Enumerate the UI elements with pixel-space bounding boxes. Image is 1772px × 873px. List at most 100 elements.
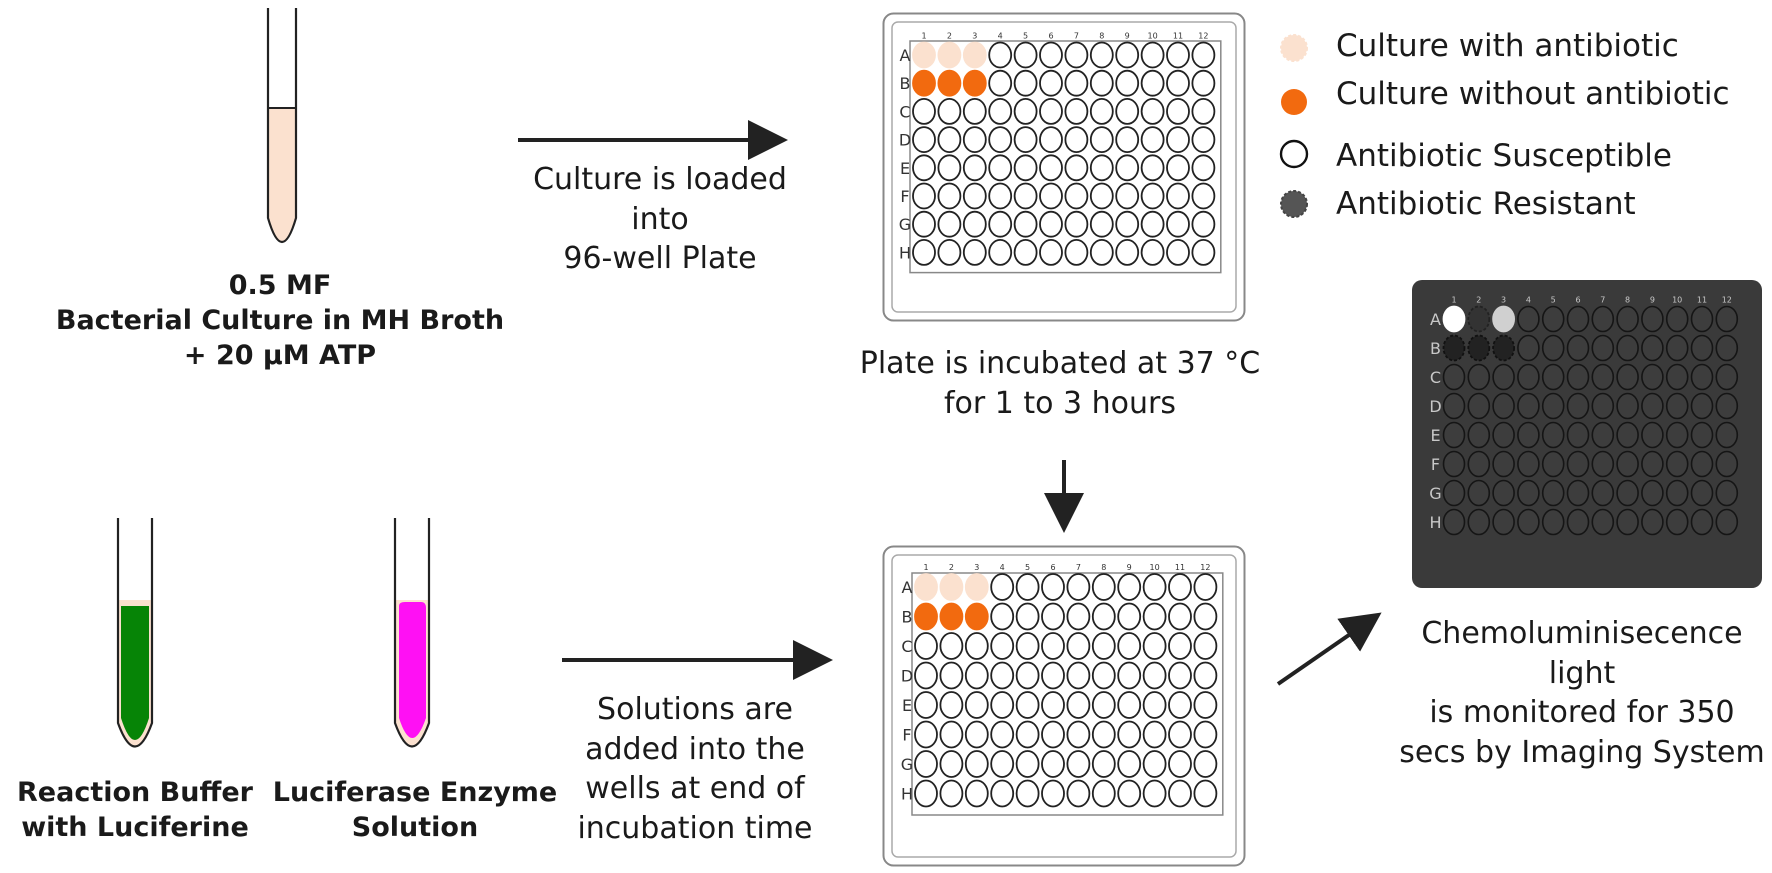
plate-well <box>1517 421 1540 449</box>
plate-col-label: 10 <box>1672 296 1682 305</box>
plate-well <box>912 238 936 266</box>
plate-col-label: 2 <box>949 563 954 572</box>
plate-well <box>1166 182 1190 210</box>
plate-well <box>1142 602 1167 631</box>
plate-well <box>1117 750 1142 778</box>
plate-col-label: 5 <box>1023 32 1028 41</box>
plate-well <box>1665 363 1689 391</box>
plate-well <box>1616 392 1639 420</box>
plate-well <box>962 182 987 210</box>
plate-well <box>964 602 989 631</box>
pale-circle-icon <box>1280 34 1308 62</box>
plate-well <box>1517 392 1540 420</box>
plate-well <box>1541 479 1565 507</box>
plate-well <box>1517 363 1540 391</box>
plate-well <box>939 632 964 660</box>
plate-well <box>1715 421 1739 449</box>
plate-well <box>1541 421 1565 449</box>
plate-well <box>1517 334 1540 362</box>
plate-well <box>1193 573 1218 601</box>
plate-well <box>912 154 936 182</box>
plate-row-label: C <box>901 637 912 656</box>
plate-row-label: H <box>899 243 911 262</box>
plate-well <box>1041 632 1065 660</box>
plate-well <box>990 720 1015 749</box>
plate-well <box>1191 210 1216 238</box>
plate-inner-frame <box>891 21 1237 313</box>
plate-col-label: 5 <box>1025 563 1030 572</box>
plate-well <box>939 573 964 601</box>
culture-tube-label: 0.5 MF Bacterial Culture in MH Broth + 2… <box>55 270 505 372</box>
plate-well <box>1591 508 1615 536</box>
plate-well <box>1089 182 1114 210</box>
plate-well <box>1015 720 1040 749</box>
plate-well <box>937 210 962 238</box>
plate-well <box>1039 98 1063 125</box>
plate-row-label: H <box>901 785 913 804</box>
plate-well <box>1089 98 1114 125</box>
plate-well <box>1041 602 1065 631</box>
plate-well <box>1566 450 1590 478</box>
plate-inner-frame <box>891 554 1237 858</box>
plate-well <box>1641 421 1664 449</box>
plate-well <box>1566 392 1590 420</box>
plate-row-label: B <box>900 74 911 93</box>
plate-col-label: 1 <box>921 32 926 41</box>
plate-col-label: 10 <box>1150 563 1160 572</box>
buffer-tube-label: Reaction Buffer with Luciferine <box>17 777 253 844</box>
plate-well <box>1715 450 1739 478</box>
plate-well <box>1091 602 1116 631</box>
plate-well <box>1142 720 1167 749</box>
plate-well <box>1616 508 1639 536</box>
plate-well <box>1115 238 1140 266</box>
plate-col-label: 7 <box>1074 32 1079 41</box>
plate-well <box>988 41 1013 69</box>
plate-well <box>937 98 962 125</box>
plate-well <box>1566 334 1590 362</box>
plate-row-label: A <box>1430 310 1441 329</box>
plate-well <box>1013 154 1038 182</box>
plate-well <box>1015 750 1040 778</box>
plate-well <box>988 98 1013 125</box>
step-load-text: Culture is loaded into 96-well Plate <box>533 162 787 277</box>
plate-well <box>1115 126 1140 153</box>
plate-well <box>990 632 1015 660</box>
empty-circle-icon <box>1279 139 1309 169</box>
plate-well <box>1064 182 1089 210</box>
plate-well <box>1064 98 1089 125</box>
plate-well <box>1140 154 1165 182</box>
plate-well <box>1015 602 1040 631</box>
plate-well <box>1566 363 1590 391</box>
plate-well <box>1492 392 1515 420</box>
plate-well <box>1066 779 1091 808</box>
plate-well <box>1641 479 1664 507</box>
plate-well <box>1117 691 1142 719</box>
plate-well <box>1492 334 1515 362</box>
plate-well <box>1517 305 1540 333</box>
plate-col-label: 8 <box>1625 296 1630 305</box>
plate-well <box>1168 632 1192 660</box>
plate-well <box>1039 69 1063 97</box>
plate-well <box>962 154 987 182</box>
plate-well <box>939 602 964 631</box>
culture-tube <box>266 8 298 243</box>
plate-well <box>1193 750 1218 778</box>
plate-well <box>1492 479 1515 507</box>
plate-well <box>914 720 938 749</box>
plate-col-label: 4 <box>1000 563 1005 572</box>
plate-row-label: C <box>1430 368 1441 387</box>
plate-col-label: 12 <box>1722 296 1732 305</box>
plate-well <box>1690 450 1714 478</box>
plate-well <box>1591 450 1615 478</box>
plate-col-label: 4 <box>998 32 1003 41</box>
plate-well <box>1665 508 1689 536</box>
plate-well <box>1115 210 1140 238</box>
plate-well <box>937 182 962 210</box>
plate-row-label: D <box>1429 397 1441 416</box>
plate-well <box>1591 363 1615 391</box>
plate-well <box>1191 238 1216 266</box>
plate-well <box>1091 779 1116 808</box>
plate-well <box>1492 508 1515 536</box>
plate-well <box>1091 720 1116 749</box>
plate-well <box>1015 691 1040 719</box>
